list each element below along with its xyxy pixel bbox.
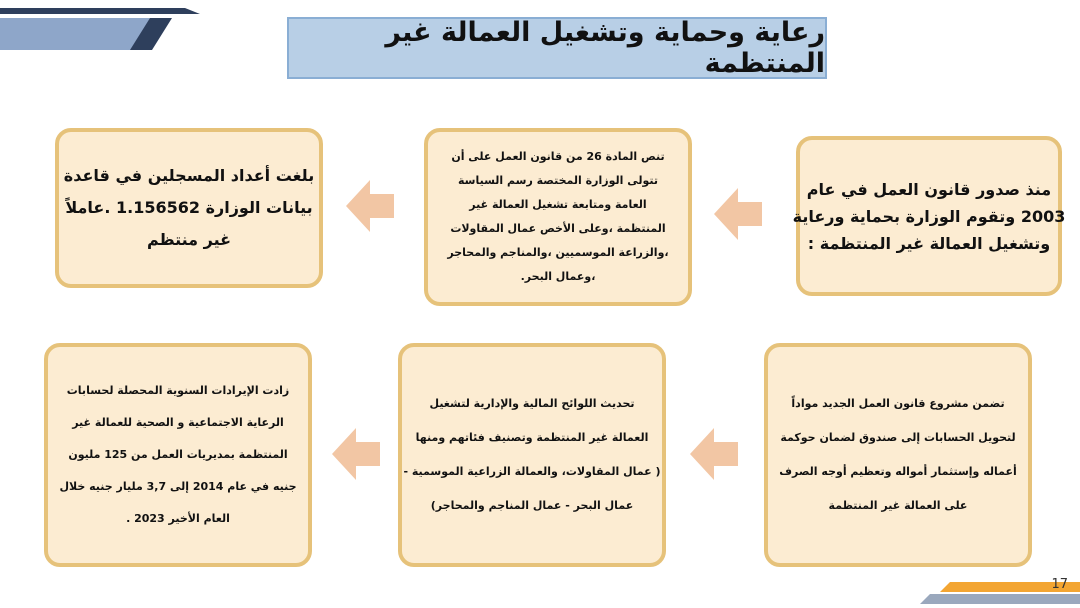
page-title: رعاية وحماية وتشغيل العمالة غير المنتظمة [287,17,827,79]
corner-decoration-bottom-right [920,582,1080,604]
info-card-4: تضمن مشروع قانون العمل الجديد مواداً لتح… [764,343,1032,567]
info-card-5: تحديث اللوائح المالية والإدارية لتشغيل ا… [398,343,666,567]
info-card-2-text: تنص المادة 26 من قانون العمل على أن تتول… [447,150,669,283]
info-card-2: تنص المادة 26 من قانون العمل على أن تتول… [424,128,692,306]
arrow-left-icon [346,180,394,232]
corner-decoration-top-left [0,8,200,50]
info-card-1: منذ صدور قانون العمل في عام 2003 وتقوم ا… [793,136,1065,296]
info-card-3: بلغت أعداد المسجلين في قاعدة بيانات الوز… [55,128,323,288]
info-card-3-text: بلغت أعداد المسجلين في قاعدة بيانات الوز… [63,166,315,249]
info-card-1-text: منذ صدور قانون العمل في عام 2003 وتقوم ا… [792,179,1066,253]
arrow-left-icon [332,428,380,480]
info-card-6-text: زادت الإيرادات السنوية المحصلة لحسابات ا… [59,384,297,525]
info-card-5-text: تحديث اللوائح المالية والإدارية لتشغيل ا… [403,397,661,512]
arrow-left-icon [714,188,762,240]
info-card-6: زادت الإيرادات السنوية المحصلة لحسابات ا… [44,343,312,567]
arrow-left-icon [690,428,738,480]
page-number: 17 [1051,577,1068,592]
info-card-4-text: تضمن مشروع قانون العمل الجديد مواداً لتح… [779,397,1017,512]
